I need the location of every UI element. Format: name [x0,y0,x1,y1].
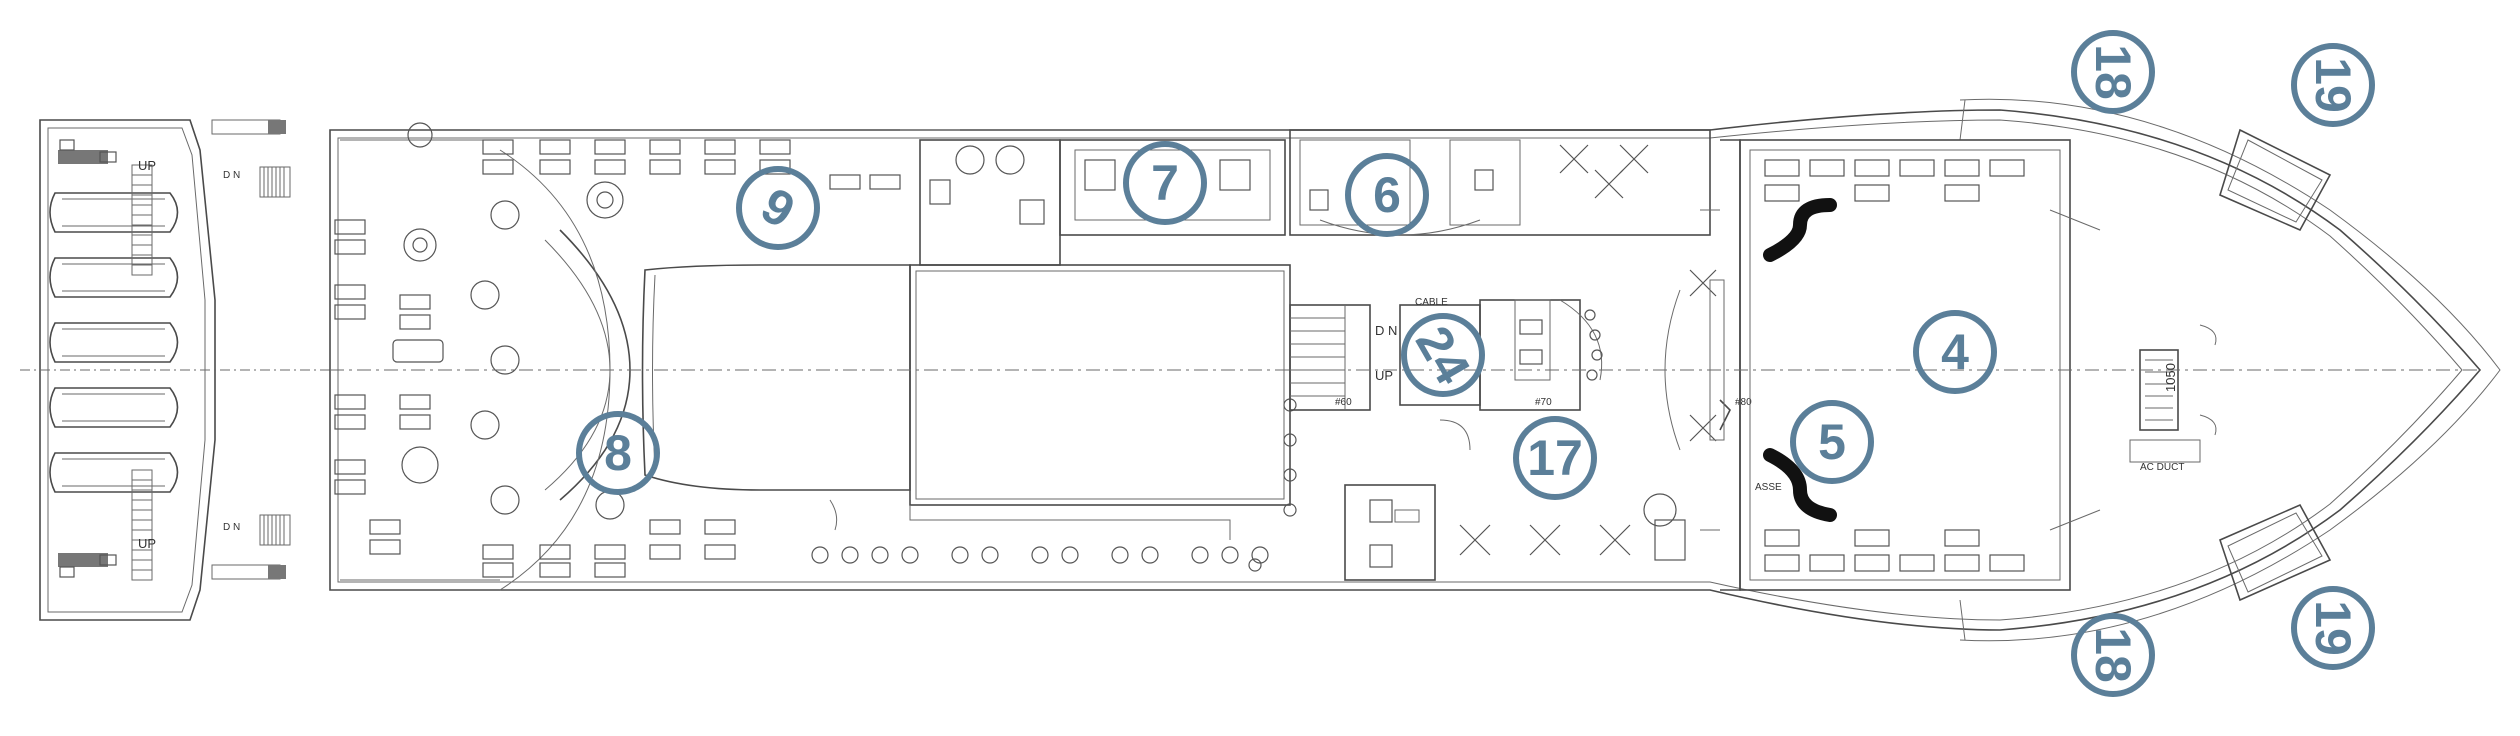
room-marker-number: 19 [2305,57,2361,113]
room-marker-4: 4 [1913,310,1997,394]
service-rooms-top [919,139,1286,266]
asse-label: ASSE [1755,482,1782,493]
stern-stair-bottom: D N [211,514,291,580]
room-marker-24: 24 [1401,313,1485,397]
room-marker-number: 18 [2085,44,2141,100]
room-marker-7: 7 [1123,141,1207,225]
stair-label-dn-bottom: D N [223,522,240,533]
stair-label-dn: D N [1375,323,1397,338]
room-marker-6: 6 [1345,153,1429,237]
forward-dining-seats [1764,159,2025,572]
aft-lounge [340,139,631,591]
dimension-label-1050: 1050 [2163,363,2178,392]
room-marker-number: 8 [604,425,632,481]
stair-label-up-top: UP [138,158,156,173]
bow-platform-top [2219,128,2332,232]
room-label-60: #60 [1335,397,1352,408]
room-marker-18-top: 18 [2071,30,2155,114]
central-stair: D N UP #60 [1289,304,1397,411]
seat-groups-bottom-row [369,519,736,578]
stern-stair-top: D N [211,119,291,198]
stern-ladder-top: UP [131,158,156,276]
room-label-80: #80 [1735,397,1752,408]
room-marker-5: 5 [1790,400,1874,484]
stair-label-up-bottom: UP [138,536,156,551]
lounge-tables [392,122,624,515]
bottom-round-seats [811,398,1297,572]
bow-platform-bottom [2219,503,2332,602]
seat-groups-top-row [482,139,901,190]
cable-label: CABLE [1415,297,1448,308]
davit-top [58,139,117,164]
room-marker-8: 8 [576,411,660,495]
room-label-70: #70 [1535,397,1552,408]
lifeboat [49,322,179,363]
room-marker-number: 18 [2085,627,2141,683]
lifeboat [49,257,179,298]
room-marker-17: 17 [1513,416,1597,500]
lifeboat-stack [49,192,179,493]
room-marker-number: 19 [2305,600,2361,656]
stair-label-dn-top: D N [223,170,240,181]
stair-label-up: UP [1375,368,1393,383]
stage-accents [1763,198,1837,522]
room-marker-number: 5 [1818,414,1846,470]
main-deck-outline [329,98,2501,642]
room-marker-18-bottom: 18 [2071,613,2155,697]
lifeboat [49,192,179,233]
davit-bottom [58,553,117,578]
stern-platform [20,119,330,621]
room-marker-9: 9 [736,166,820,250]
forward-dining-room: #80 ASSE [1664,139,2071,591]
room-marker-19-top: 19 [2291,43,2375,127]
stern-ladder-bottom: UP [131,469,156,581]
room-marker-19-bottom: 19 [2291,586,2375,670]
room-marker-number: 17 [1527,430,1583,486]
ac-duct-label: AC DUCT [2140,462,2184,473]
forward-lounge-seating [1459,144,1717,561]
room-marker-number: 6 [1373,167,1401,223]
lifeboat [49,452,179,493]
service-rooms-bottom [1344,419,1471,581]
room-marker-number: 4 [1941,324,1969,380]
lifeboat [49,387,179,428]
room-marker-number: 7 [1151,155,1179,211]
central-atrium [641,264,1291,540]
room-marker-number: 9 [752,177,804,239]
seat-groups-left-column [334,219,431,495]
